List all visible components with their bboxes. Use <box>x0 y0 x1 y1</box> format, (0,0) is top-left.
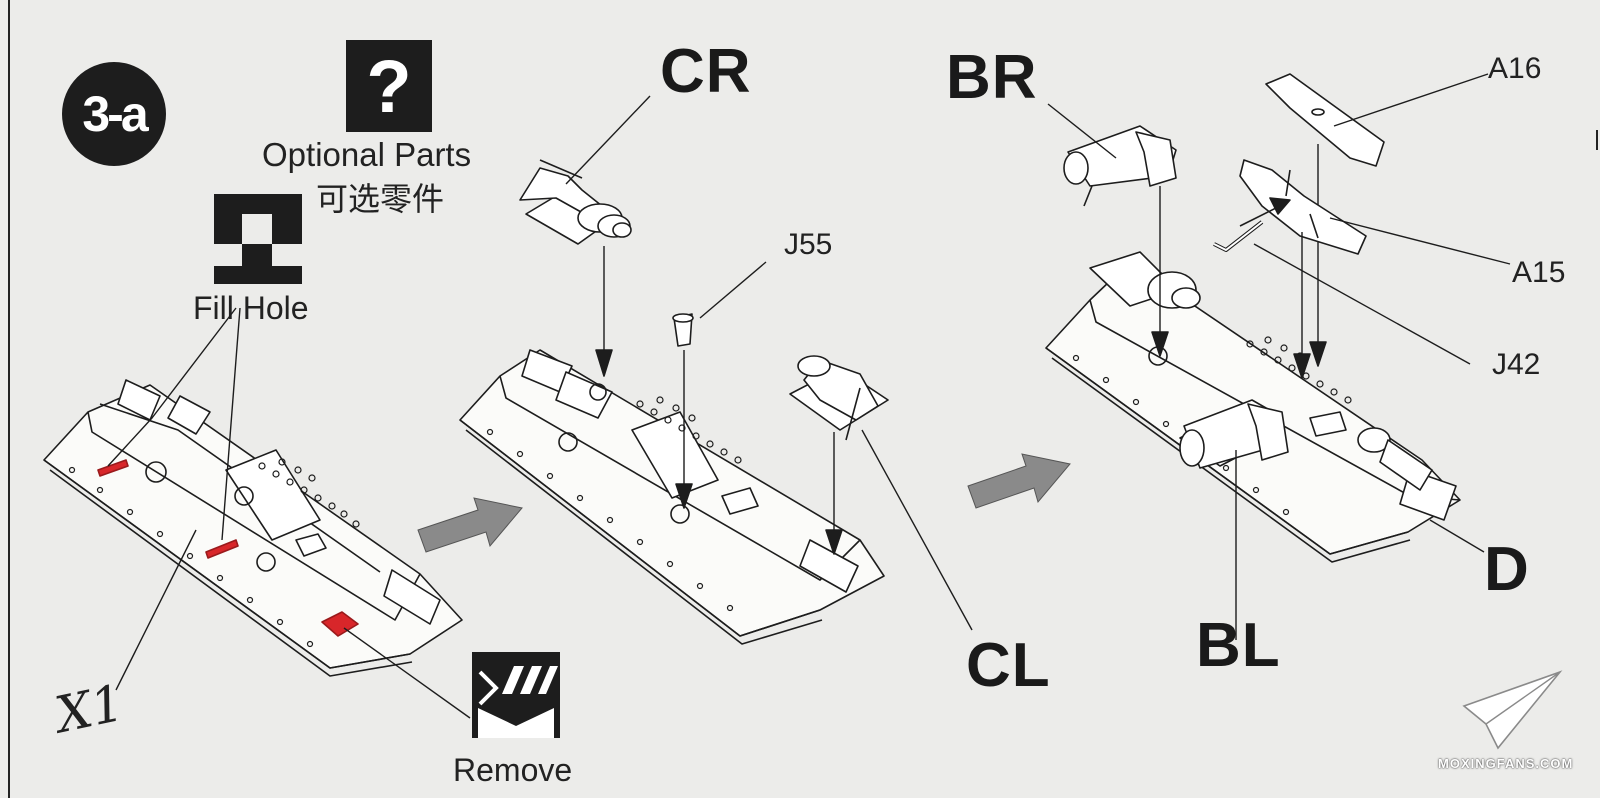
label-bl: BL <box>1196 611 1281 680</box>
part-cr <box>519 159 632 245</box>
label-cr: CR <box>660 37 752 106</box>
label-j42: J42 <box>1492 348 1541 381</box>
fill-hole-label: Fill Hole <box>193 290 309 326</box>
label-cl: CL <box>966 631 1051 700</box>
watermark: MOXINGFANS.COM <box>1438 756 1574 771</box>
optional-parts-label: Optional Parts <box>262 136 472 173</box>
frame-left-border <box>8 0 10 798</box>
label-a15: A15 <box>1512 256 1566 289</box>
label-d: D <box>1484 535 1530 604</box>
step-badge: 3-a <box>62 62 166 166</box>
optional-parts-label-cn: 可选零件 <box>316 180 445 218</box>
flow-arrow-1 <box>417 497 523 553</box>
question-mark-icon: ? <box>346 40 432 132</box>
part-j42 <box>1213 220 1264 252</box>
hull-part-middle <box>459 349 885 645</box>
label-j55: J55 <box>784 228 833 261</box>
part-cl <box>789 355 889 441</box>
remove-cut-icon <box>472 652 560 738</box>
fill-hole-icon <box>214 194 302 284</box>
part-a15 <box>1239 159 1367 255</box>
part-bl <box>1179 399 1289 469</box>
hull-part-left <box>43 379 463 677</box>
flow-arrow-2 <box>967 453 1071 509</box>
frame-right-tick <box>1596 130 1598 150</box>
part-a16 <box>1265 73 1385 167</box>
label-br: BR <box>946 43 1038 112</box>
part-j55 <box>672 313 694 347</box>
part-br <box>1063 125 1177 207</box>
paper-plane-icon <box>1462 670 1563 750</box>
label-a16: A16 <box>1488 52 1542 85</box>
remove-label: Remove <box>453 752 573 788</box>
